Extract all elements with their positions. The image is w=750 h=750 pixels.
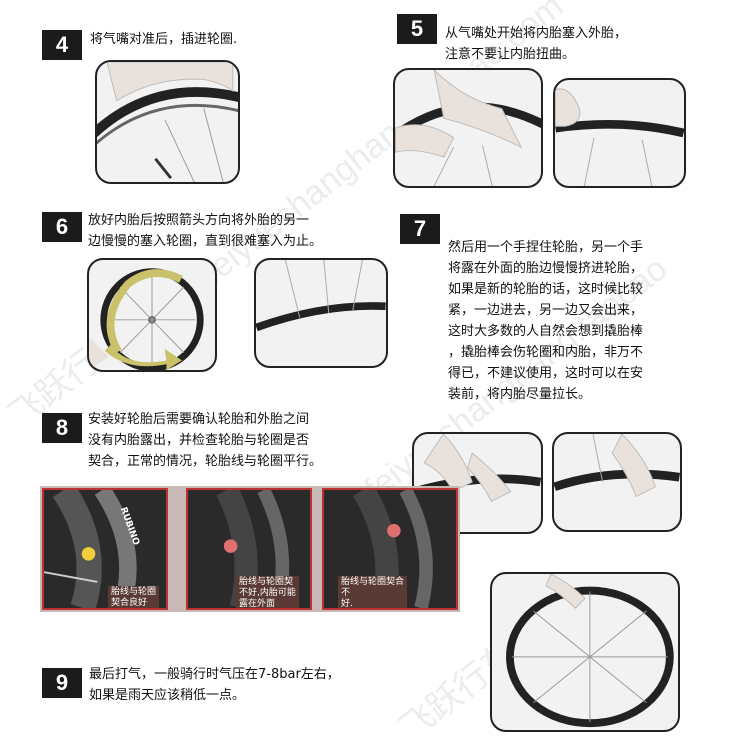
check-panel-bad: 胎线与轮圈契合 不 好. (322, 488, 458, 610)
step-number-badge: 5 (397, 14, 437, 44)
step-photo (87, 258, 217, 372)
frown-face-icon (223, 539, 238, 553)
step-text: 从气嘴处开始将内胎塞入外胎， 注意不要让内胎扭曲。 (445, 26, 628, 62)
smile-face-icon (81, 547, 96, 561)
step-text: 然后用一个手捏住轮胎，另一个手 将露在外面的胎边慢慢挤进轮胎， 如果是新的轮胎的… (448, 240, 644, 402)
step-text: 最后打气，一般骑行时气压在7-8bar左右， 如果是雨天应该稍低一点。 (89, 667, 340, 703)
step-number-badge: 7 (400, 214, 440, 244)
step-number-badge: 8 (42, 413, 82, 443)
step-number-badge: 4 (42, 30, 82, 60)
frown-face-icon (387, 523, 401, 538)
check-caption: 胎线与轮圈契合 不 好. (338, 576, 408, 608)
step-text: 将气嘴对准后，插进轮圈. (90, 32, 238, 47)
check-caption: 胎线与轮圈契 不好,内胎可能 露在外面 (236, 576, 299, 608)
step-number-badge: 9 (42, 668, 82, 698)
check-caption: 胎线与轮圈 契合良好 (108, 586, 160, 608)
step-photo (553, 78, 686, 188)
step-number-badge: 6 (42, 212, 82, 242)
step-photo (254, 258, 388, 368)
step-photo (552, 432, 682, 532)
check-panel-bad: 胎线与轮圈契 不好,内胎可能 露在外面 (186, 488, 312, 610)
step-photo (412, 432, 543, 534)
step-photo (95, 60, 240, 184)
step-photo (490, 572, 680, 732)
step-text: 安装好轮胎后需要确认轮胎和外胎之间 没有内胎露出，并检查轮胎与轮圈是否 契合，正… (88, 412, 323, 469)
step-text: 放好内胎后按照箭头方向将外胎的另一 边慢慢的塞入轮圈，直到很难塞入为止。 (88, 213, 323, 249)
check-panel-good: RUBINO 胎线与轮圈 契合良好 (42, 488, 168, 610)
step-photo (393, 68, 543, 188)
